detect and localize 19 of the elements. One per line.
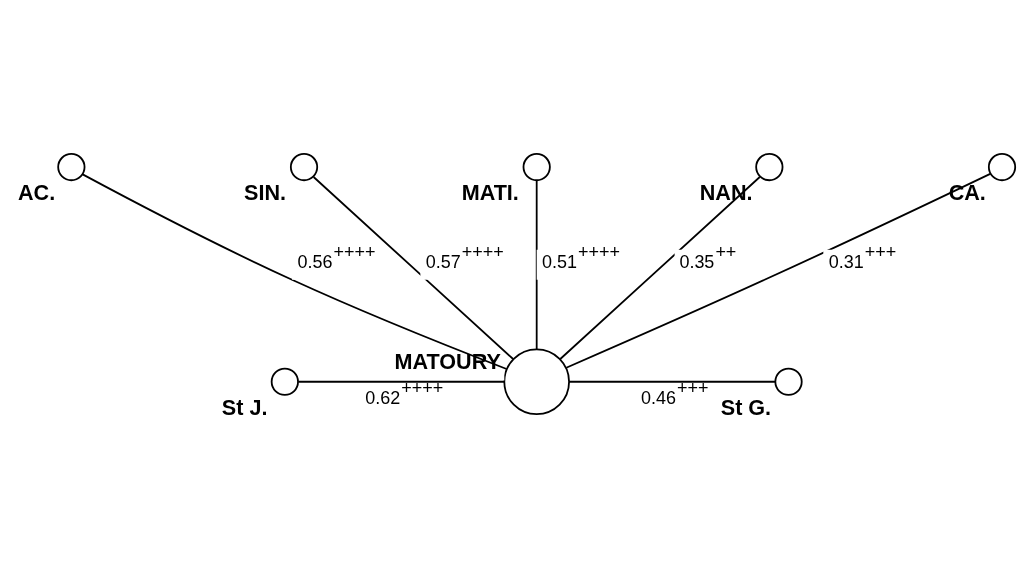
connector (567, 380, 776, 383)
node-label: St J. (221, 394, 267, 420)
node-label: CA. (948, 179, 986, 205)
connector (81, 173, 507, 370)
node-circle (987, 153, 1016, 182)
node-label: MATI. (461, 179, 519, 205)
node-circle (754, 153, 783, 182)
node-label: SIN. (243, 179, 286, 205)
connector (297, 380, 505, 383)
node-circle (773, 367, 803, 396)
node-label: AC. (17, 179, 55, 205)
connector (312, 176, 514, 360)
node-circle (289, 153, 318, 182)
node-circle (522, 153, 551, 182)
connector (558, 176, 761, 360)
node-circle (270, 367, 299, 396)
connector (535, 179, 538, 351)
node-label: St G. (720, 394, 771, 420)
node-circle (56, 153, 85, 182)
